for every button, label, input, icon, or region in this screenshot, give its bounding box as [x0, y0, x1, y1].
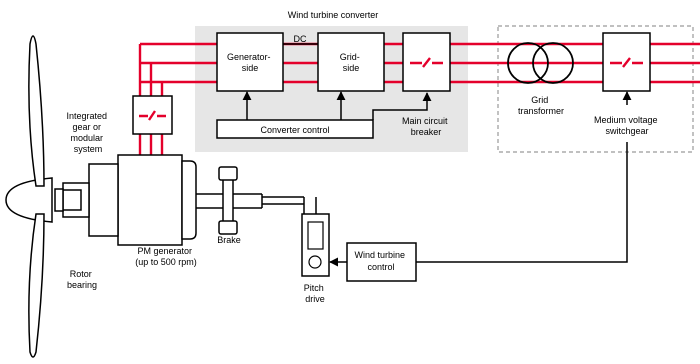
shaft-thin	[262, 196, 304, 205]
brake-caliper-bottom	[218, 220, 238, 235]
mv-switch-symbol	[610, 57, 643, 68]
switchgear-control-line	[416, 142, 628, 263]
wind-turbine-control-block	[346, 242, 417, 282]
breaker-switch-symbol	[410, 57, 443, 68]
main-circuit-breaker-label: Main circuit breaker	[402, 116, 450, 137]
transformer-coil-right	[532, 42, 574, 84]
transformer-coil-left	[507, 42, 549, 84]
brake-caliper-top	[218, 166, 238, 181]
wind-turbine-control-label: Wind turbine control	[354, 250, 407, 272]
blade-upper-icon	[28, 35, 45, 187]
pitch-drive-knob	[308, 255, 322, 269]
brake-label: Brake	[217, 235, 241, 245]
converter-control-label: Converter control	[260, 125, 329, 135]
gear-system-label: Integrated gear or modular system	[66, 111, 109, 154]
grid-side-label: Grid- side	[340, 52, 363, 73]
rotor-hub-flange	[54, 188, 64, 212]
pm-generator-block	[117, 154, 183, 246]
generator-side-block	[216, 32, 284, 92]
rotor-bearing-inner	[62, 189, 82, 211]
converter-control-block	[216, 119, 374, 139]
generator-breaker-symbol	[139, 110, 166, 121]
grid-side-block	[317, 32, 385, 92]
pitch-drive-display	[307, 221, 324, 250]
rotor-hub-nose	[5, 177, 53, 223]
mv-switchgear-label: Medium voltage switchgear	[594, 115, 660, 136]
pitch-drive-label: Pitch drive	[304, 283, 327, 304]
generator-side-label: Generator- side	[227, 52, 273, 73]
gear-system-block	[88, 163, 119, 237]
blade-lower-icon	[28, 213, 45, 358]
control-arrow-breaker	[372, 92, 432, 120]
brake-disc	[222, 173, 234, 227]
dc-label: DC	[294, 34, 307, 44]
converter-title: Wind turbine converter	[288, 10, 379, 20]
pitch-shaft-link	[303, 197, 317, 214]
grid-transformer-label: Grid transformer	[518, 95, 564, 116]
pm-generator-endcap	[181, 160, 197, 240]
pm-generator-label: PM generator (up to 500 rpm)	[135, 246, 197, 267]
rotor-bearing-label: Rotor bearing	[67, 269, 97, 290]
